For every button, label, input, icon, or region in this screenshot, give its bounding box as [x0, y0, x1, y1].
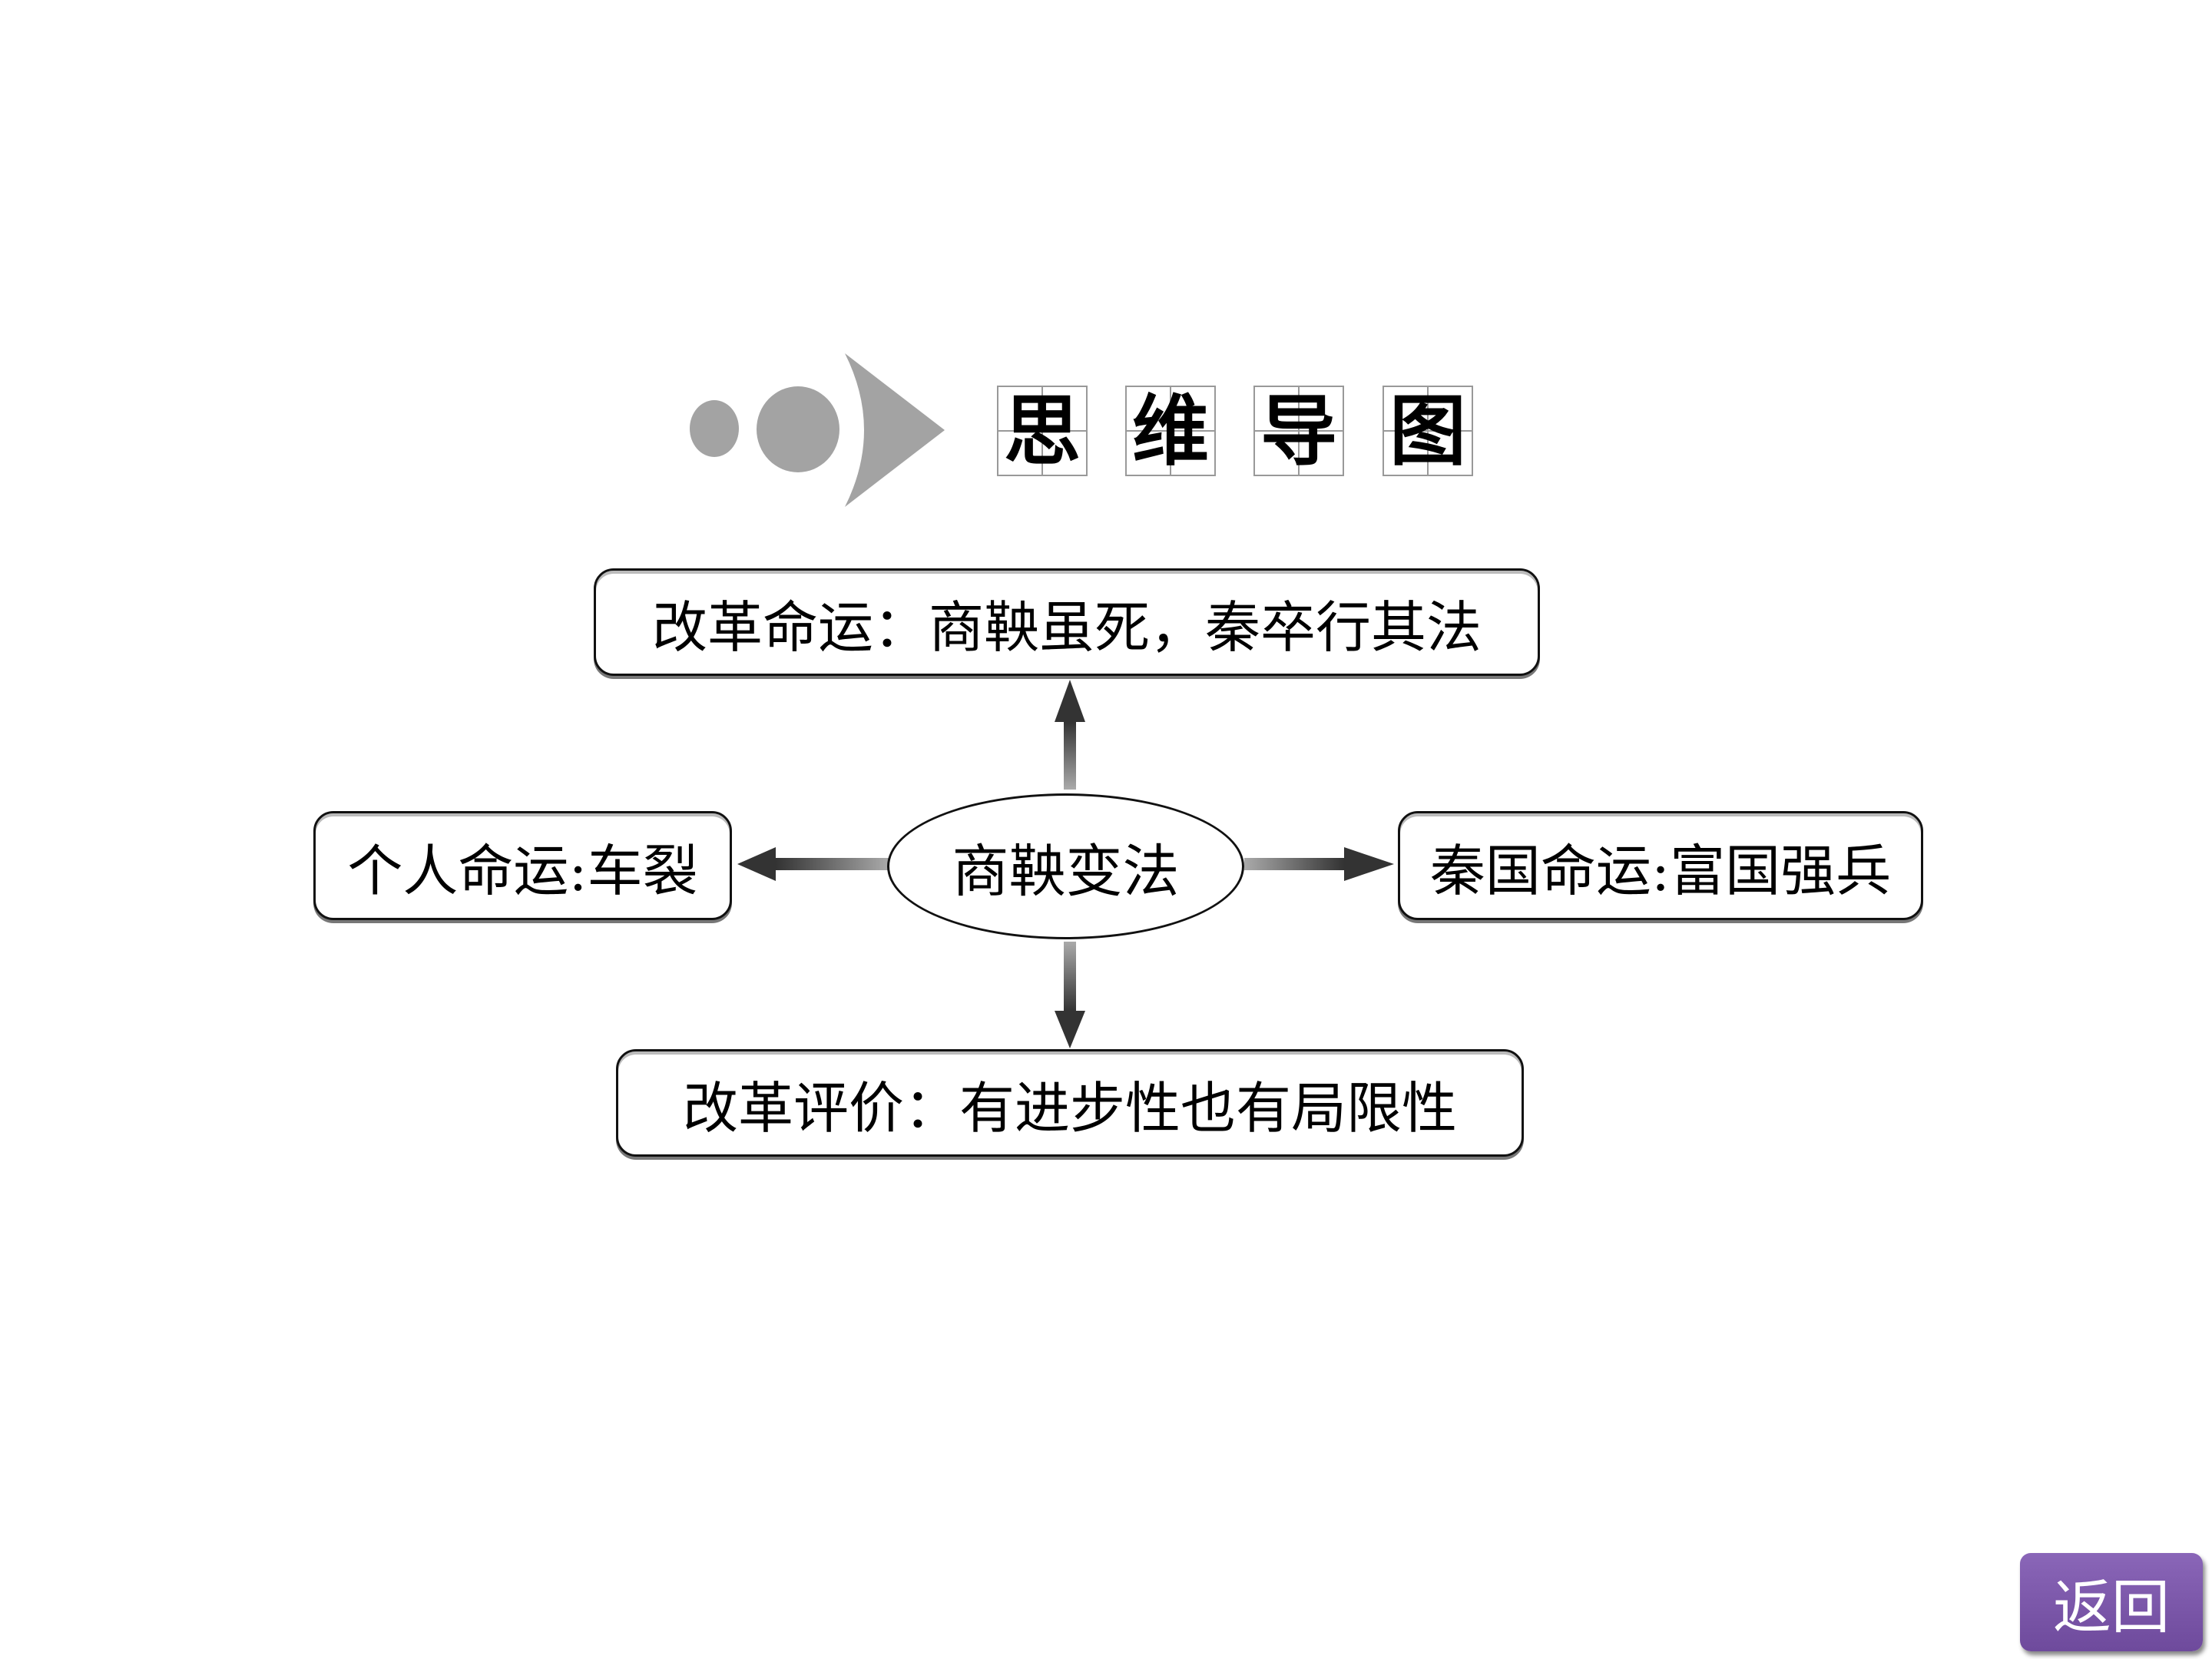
title-char: 维 — [1125, 386, 1216, 476]
arrow-right-icon — [1244, 847, 1394, 881]
arrow-up-icon — [1055, 680, 1085, 790]
node-reform-fate: 改革命运：商鞅虽死，秦卒行其法 — [594, 568, 1540, 676]
large-circle-decor — [757, 386, 839, 472]
node-qin-fate: 秦国命运:富国强兵 — [1398, 811, 1923, 920]
small-circle-decor — [690, 400, 739, 457]
node-personal-fate: 个人命运:车裂 — [313, 811, 732, 920]
node-reform-evaluation: 改革评价：有进步性也有局限性 — [616, 1049, 1524, 1157]
title-char: 导 — [1253, 386, 1344, 476]
node-center-shang-yang-reform: 商鞅变法 — [887, 793, 1244, 939]
title-char: 图 — [1382, 386, 1473, 476]
back-button[interactable]: 返回 — [2020, 1553, 2203, 1651]
arrow-left-icon — [737, 847, 889, 881]
arrow-triangle-icon — [845, 353, 945, 507]
title-char: 思 — [997, 386, 1088, 476]
arrow-down-icon — [1055, 942, 1085, 1048]
